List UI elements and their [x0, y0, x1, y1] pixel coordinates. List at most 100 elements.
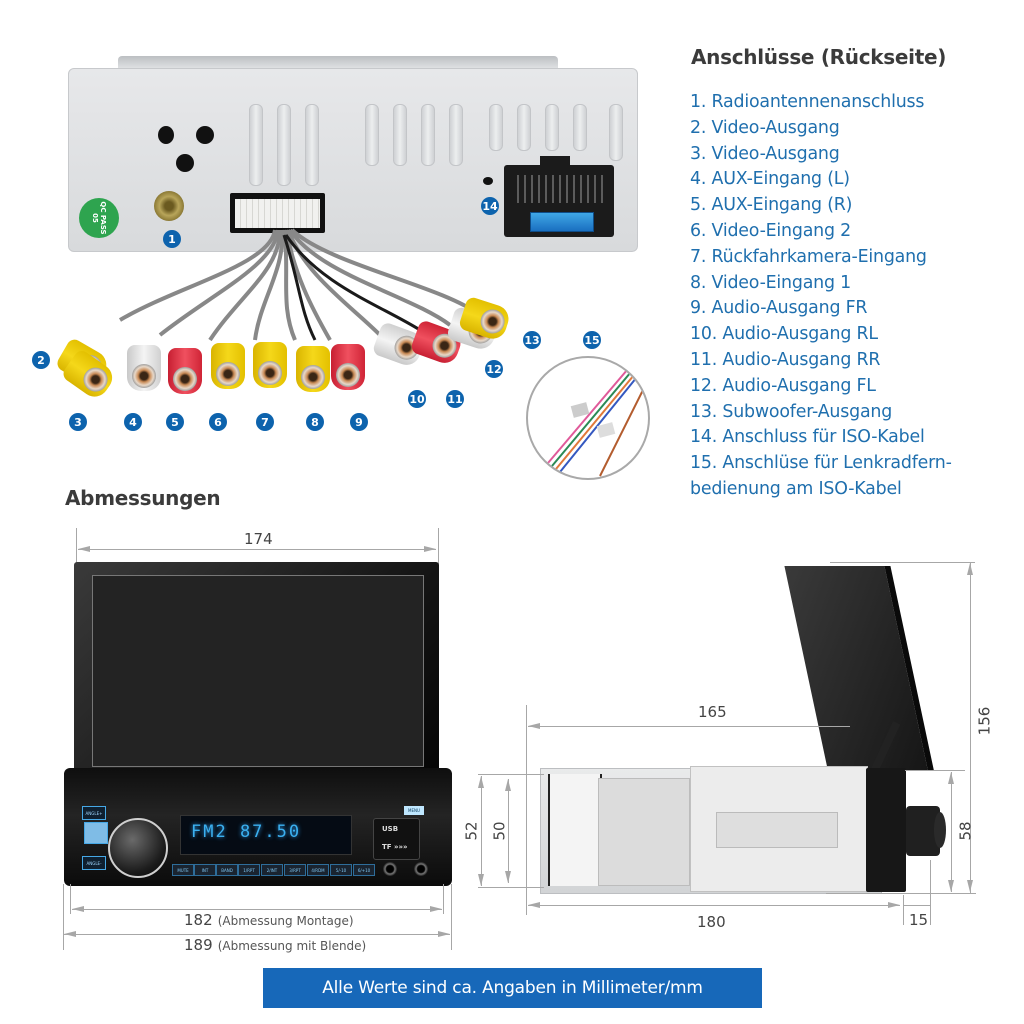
arrow-up-icon	[505, 779, 511, 791]
badge-5: 5	[166, 413, 184, 431]
preset-button: 4/RDM	[307, 864, 329, 876]
port-hole	[196, 126, 214, 144]
dim-depth-top: 165	[698, 703, 727, 721]
usb-label: USB	[382, 825, 399, 833]
cable	[288, 228, 452, 327]
volume-knob	[108, 818, 168, 878]
dim-bezel-width-label: 189 (Abmessung mit Blende)	[184, 935, 366, 954]
faceplate-side	[866, 768, 906, 892]
preset-button: MUTE	[172, 864, 194, 876]
dim-bezel-width-note: (Abmessung mit Blende)	[217, 939, 367, 953]
dim-line-180	[528, 905, 900, 906]
arrow-up-icon	[948, 772, 954, 784]
arrow-left-icon	[64, 931, 76, 937]
preset-button: 2/INT	[261, 864, 283, 876]
badge-14: 14	[481, 197, 499, 215]
legend-item: 15. Anschlüse für Lenkradfern-	[690, 453, 952, 474]
badge-13: 13	[523, 331, 541, 349]
dim-line-182	[72, 909, 442, 910]
dim-extension-line	[830, 562, 975, 563]
badge-10: 10	[408, 390, 426, 408]
dimensions-title: Abmessungen	[65, 486, 221, 510]
steering-wire-detail	[526, 356, 650, 480]
badge-4: 4	[124, 413, 142, 431]
flip-screen-side	[784, 566, 934, 771]
connections-title: Anschlüsse (Rückseite)	[691, 45, 947, 69]
dim-extension-line	[478, 887, 544, 888]
rca-plug-video-in-1	[296, 346, 330, 392]
legend-item: 13. Subwoofer-Ausgang	[690, 401, 893, 422]
legend-item: 11. Audio-Ausgang RR	[690, 349, 881, 370]
legend-item: 1. Radioantennenanschluss	[690, 92, 925, 112]
preset-button: BAND	[216, 864, 238, 876]
dim-line-165	[528, 726, 850, 727]
preset-button: INT	[194, 864, 216, 876]
cable	[158, 229, 280, 337]
dim-mount-width: 182	[184, 911, 213, 929]
fuse	[530, 212, 594, 232]
dim-total-height: 156	[975, 706, 994, 736]
arrow-left-icon	[78, 546, 90, 552]
dim-extension-line	[70, 884, 71, 914]
dim-extension-line	[526, 705, 527, 915]
arrow-down-icon	[948, 880, 954, 892]
dim-line-50	[508, 779, 509, 883]
preset-button: 6/+10	[353, 864, 375, 876]
dim-line-52	[481, 776, 482, 886]
dim-rear-height-outer: 52	[462, 821, 481, 841]
arrow-left-icon	[528, 723, 540, 729]
dim-bezel-width: 189	[184, 936, 213, 954]
cooling-fin	[545, 104, 559, 151]
dim-depth-bottom: 180	[697, 913, 726, 931]
arrow-up-icon	[967, 563, 973, 575]
dim-extension-line	[443, 884, 444, 914]
rca-plug-audio-fr	[331, 344, 365, 390]
dim-extension-line	[826, 893, 976, 894]
legend-item: 4. AUX-Eingang (L)	[690, 169, 850, 190]
legend-item: 9. Audio-Ausgang FR	[690, 298, 868, 319]
dim-screen-width: 174	[244, 530, 273, 548]
cooling-fin	[393, 104, 407, 166]
flip-screen-display	[92, 575, 424, 767]
angle-down-button: ANGLE-	[82, 856, 106, 870]
legend-item: 12. Audio-Ausgang FL	[690, 375, 876, 396]
arrow-right-icon	[424, 546, 436, 552]
dim-extension-line	[63, 884, 64, 950]
cooling-fin	[305, 104, 319, 186]
usb-tf-slot: USB TF »»»	[373, 818, 420, 860]
arrow-right-icon	[438, 931, 450, 937]
arrow-down-icon	[967, 880, 973, 892]
cable	[284, 229, 332, 341]
arrow-right-icon	[888, 902, 900, 908]
legend-item: 2. Video-Ausgang	[690, 117, 840, 138]
rca-plug-video-in-2	[211, 343, 245, 389]
badge-2: 2	[32, 351, 50, 369]
dim-extension-line	[930, 860, 931, 925]
aux-jack	[414, 862, 428, 876]
dim-extension-line	[478, 774, 544, 775]
legend-item: 7. Rückfahrkamera-Eingang	[690, 246, 927, 267]
dim-line-15	[904, 905, 930, 906]
dim-bezel-depth: 15	[909, 911, 929, 929]
legend-item: 3. Video-Ausgang	[690, 143, 840, 164]
dim-mount-width-label: 182 (Abmessung Montage)	[184, 910, 354, 929]
legend-item: 10. Audio-Ausgang RL	[690, 324, 878, 345]
cooling-fin	[609, 104, 623, 161]
lcd-display: FM2 87.50	[180, 815, 352, 855]
legend-item: 6. Video-Eingang 2	[690, 220, 852, 241]
cooling-fin	[517, 104, 531, 151]
dim-extension-line	[438, 528, 439, 564]
arrow-left-icon	[72, 906, 84, 912]
rca-plug-aux-r	[168, 348, 202, 394]
connections-legend: 1. Radioantennenanschluss 2. Video-Ausga…	[690, 90, 1020, 503]
badge-8: 8	[306, 413, 324, 431]
chassis-top	[118, 56, 558, 70]
preset-button: 3/RPT	[284, 864, 306, 876]
arrow-left-icon	[528, 902, 540, 908]
rca-cable-bundle	[118, 228, 482, 342]
rca-plug-aux-l	[127, 345, 161, 391]
rca-harness-connector	[230, 193, 325, 233]
iso-wires	[547, 362, 645, 477]
badge-3: 3	[69, 413, 87, 431]
badge-1: 1	[163, 230, 181, 248]
